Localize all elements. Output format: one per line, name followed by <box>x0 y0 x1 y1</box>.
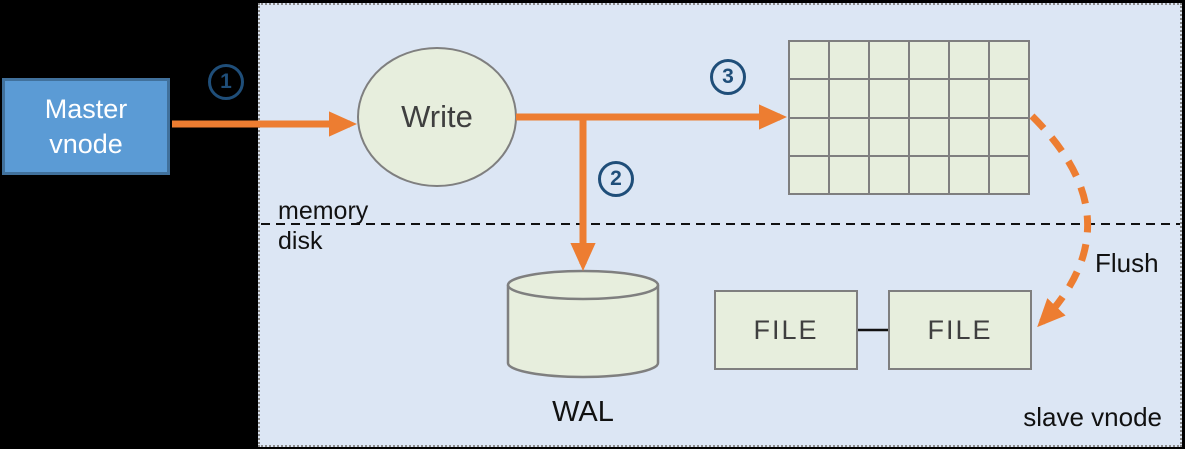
flush-label: Flush <box>1095 248 1159 278</box>
memtable-cell <box>790 42 828 79</box>
memtable-cell <box>830 118 868 155</box>
memtable-cell <box>910 118 948 155</box>
slave-vnode-label: slave vnode <box>1023 402 1162 432</box>
step-2-badge: 2 <box>598 161 634 197</box>
memtable-cell <box>870 118 908 155</box>
memtable-cell <box>790 156 828 193</box>
memtable-cell <box>830 42 868 79</box>
step-1-badge: 1 <box>208 64 244 100</box>
memtable-cell <box>870 156 908 193</box>
memtable-cell <box>950 156 988 193</box>
disk-label: disk <box>278 227 323 255</box>
memtable-cell <box>870 80 908 117</box>
memtable-cell <box>950 118 988 155</box>
memtable-cell <box>990 80 1028 117</box>
wal-label: WAL <box>552 396 614 428</box>
master-vnode-label: Master vnode <box>44 93 128 159</box>
memtable-cell <box>990 118 1028 155</box>
memtable-cell <box>790 80 828 117</box>
memtable-cell <box>870 42 908 79</box>
memtable-cell <box>790 118 828 155</box>
file-box-right: FILE <box>888 290 1032 370</box>
memtable-cell <box>990 156 1028 193</box>
write-node-label: Write <box>401 99 473 134</box>
memtable-cell <box>910 156 948 193</box>
step-2-number: 2 <box>610 167 622 190</box>
file-box-left: FILE <box>714 290 858 370</box>
memtable-cell <box>950 80 988 117</box>
step-3-number: 3 <box>722 65 734 88</box>
write-node: Write <box>357 47 517 187</box>
master-vnode-box: Master vnode <box>2 78 170 175</box>
memtable-cell <box>910 42 948 79</box>
file-box-right-label: FILE <box>927 314 993 345</box>
step-3-badge: 3 <box>710 59 746 95</box>
memtable-cell <box>990 42 1028 79</box>
memtable-cell <box>830 80 868 117</box>
memtable-cell <box>830 156 868 193</box>
memtable-cell <box>950 42 988 79</box>
memory-label: memory <box>278 197 369 225</box>
file-box-left-label: FILE <box>753 314 819 345</box>
step-1-number: 1 <box>220 70 232 93</box>
memtable-grid <box>788 40 1030 195</box>
memtable-cell <box>910 80 948 117</box>
